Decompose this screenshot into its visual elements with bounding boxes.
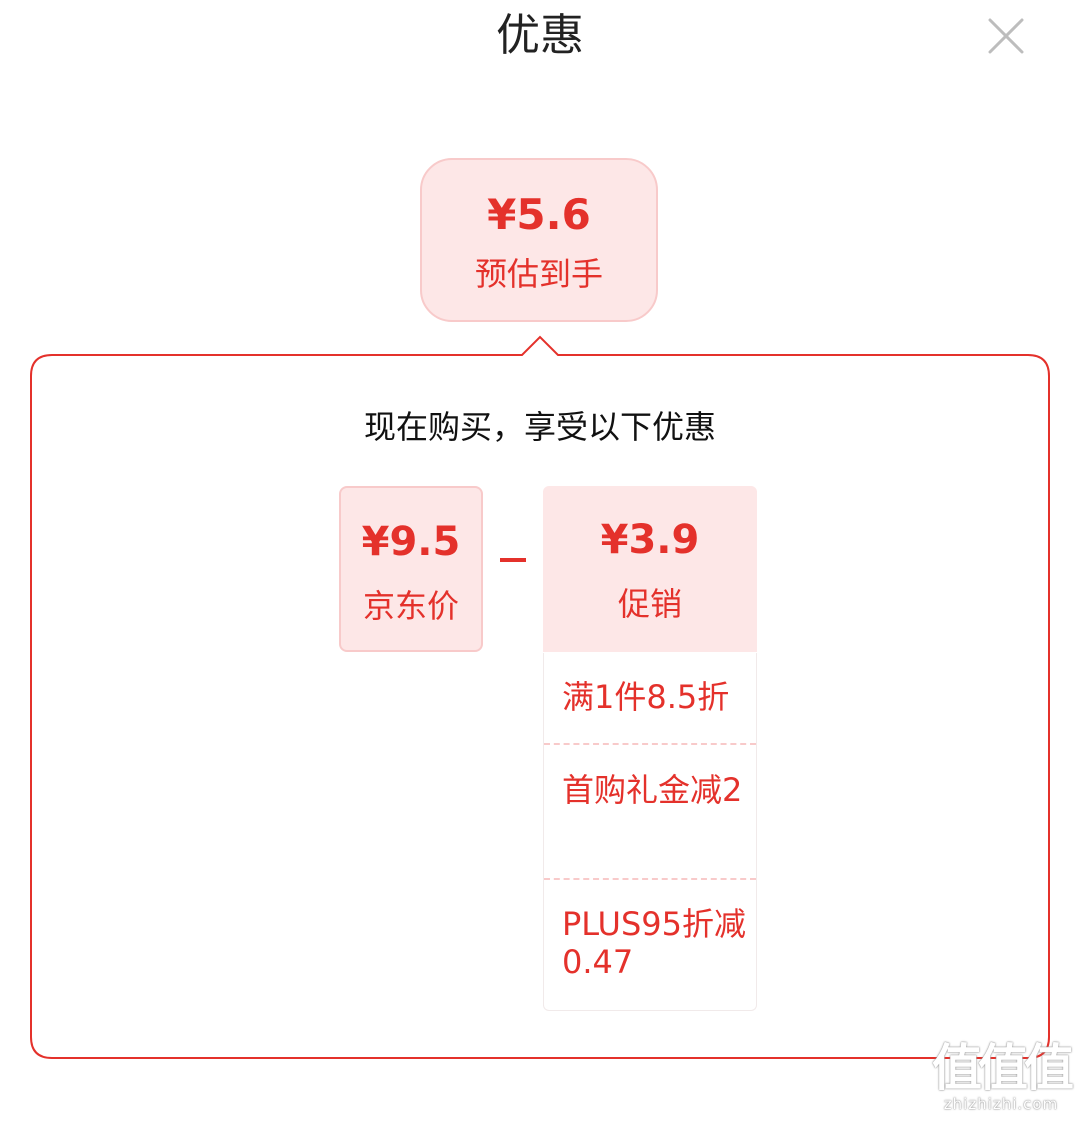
watermark-logo: 值值值 [932,1039,1074,1097]
estimated-price: ¥5.6 [487,190,591,239]
promotion-divider [544,743,756,745]
promotion-box: ¥3.9 促销 [543,486,757,652]
promotion-price: ¥3.9 [600,517,700,563]
dialog-title: 优惠 [496,10,584,61]
jd-price-label: 京东价 [362,587,459,625]
watermark-url: zhizhizhi.com [943,1095,1059,1113]
estimated-price-label: 预估到手 [474,255,603,293]
jd-price: ¥9.5 [361,519,461,565]
watermark: 值值值 zhizhizhi.com [932,1039,1074,1113]
promotion-divider [544,878,756,880]
minus-operator [500,558,526,562]
promotion-item: 满1件8.5折 [562,678,730,716]
close-button[interactable] [984,14,1028,58]
promotion-label: 促销 [617,585,682,623]
estimated-price-box: ¥5.6 预估到手 [420,158,658,322]
close-icon [988,18,1024,54]
promotion-list: 满1件8.5折 首购礼金减2 PLUS95折减0.47 [543,653,757,1011]
jd-price-box: ¥9.5 京东价 [339,486,483,652]
promotion-item: 首购礼金减2 [562,771,743,809]
promotion-item: PLUS95折减0.47 [562,905,746,981]
panel-subtitle: 现在购买，享受以下优惠 [363,408,716,446]
